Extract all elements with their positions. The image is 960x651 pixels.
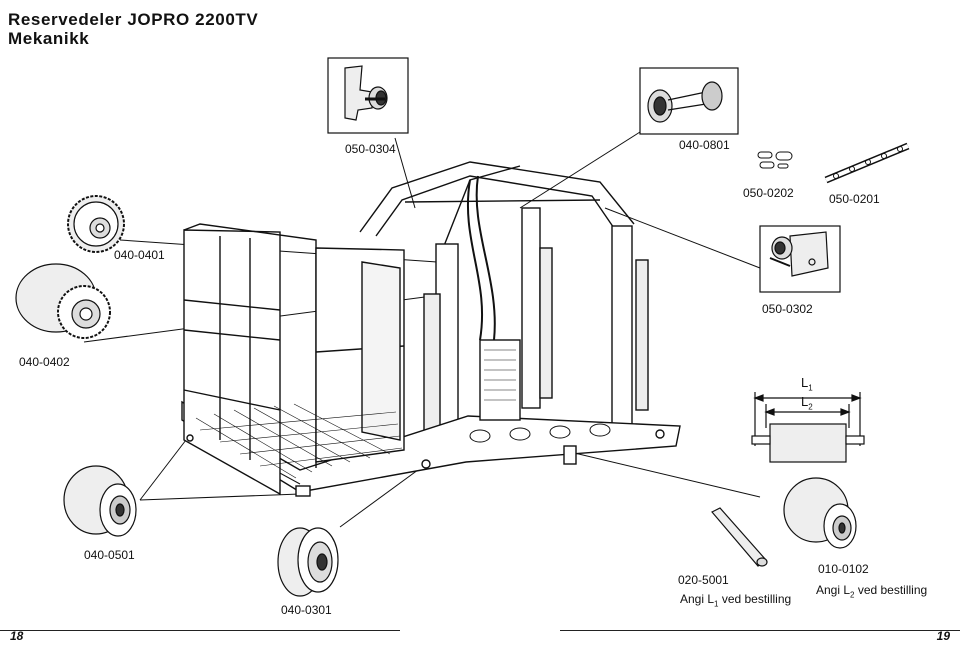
roller-010-0102-icon [783, 477, 857, 549]
gear-roller-040-0402-icon [15, 263, 111, 339]
part-label-010-0102: 010-0102 [818, 562, 869, 576]
page-title: Reservedeler JOPRO 2200TV Mekanikk [8, 10, 258, 48]
footer-rule-right [560, 630, 960, 631]
roller-040-0801-icon [647, 81, 723, 123]
title-line-1: Reservedeler JOPRO 2200TV [8, 10, 259, 29]
part-label-050-0304: 050-0304 [345, 142, 396, 156]
leader-lines [83, 131, 761, 528]
dimension-roller-icon [751, 392, 865, 463]
part-label-050-0202: 050-0202 [743, 186, 794, 200]
shaft-020-5001-icon [711, 507, 768, 567]
bracket-roller-050-0302-icon [769, 231, 829, 277]
machine-frame-drawing [181, 161, 681, 497]
gear-040-0401-icon [67, 195, 125, 253]
thumb-box-050-0304 [327, 57, 409, 134]
part-label-040-0402: 040-0402 [19, 355, 70, 369]
chain-link-050-0202-icon [757, 151, 793, 169]
order-note-l1: Angi L1 ved bestilling [680, 592, 792, 609]
thumb-box-050-0302 [759, 225, 841, 293]
part-label-040-0801: 040-0801 [679, 138, 730, 152]
part-label-040-0501: 040-0501 [84, 548, 135, 562]
part-label-050-0201: 050-0201 [829, 192, 880, 206]
part-label-040-0401: 040-0401 [114, 248, 165, 262]
pulley-040-0301-icon [277, 527, 339, 597]
part-label-050-0302: 050-0302 [762, 302, 813, 316]
order-note-l2: Angi L2 ved bestilling [816, 583, 928, 600]
page-number-left: 18 [10, 629, 24, 643]
roller-040-0501-icon [63, 465, 137, 537]
part-label-020-5001: 020-5001 [678, 573, 729, 587]
dimension-label-l2: L2 [801, 394, 813, 412]
chain-050-0201-icon [824, 142, 910, 184]
dimension-label-l1: L1 [801, 375, 813, 393]
part-label-040-0301: 040-0301 [281, 603, 332, 617]
thumb-box-040-0801 [639, 67, 739, 135]
footer-rule-left [0, 630, 400, 631]
title-line-2: Mekanikk [8, 29, 90, 48]
bracket-roller-050-0304-icon [344, 65, 388, 121]
page-number-right: 19 [936, 629, 950, 643]
